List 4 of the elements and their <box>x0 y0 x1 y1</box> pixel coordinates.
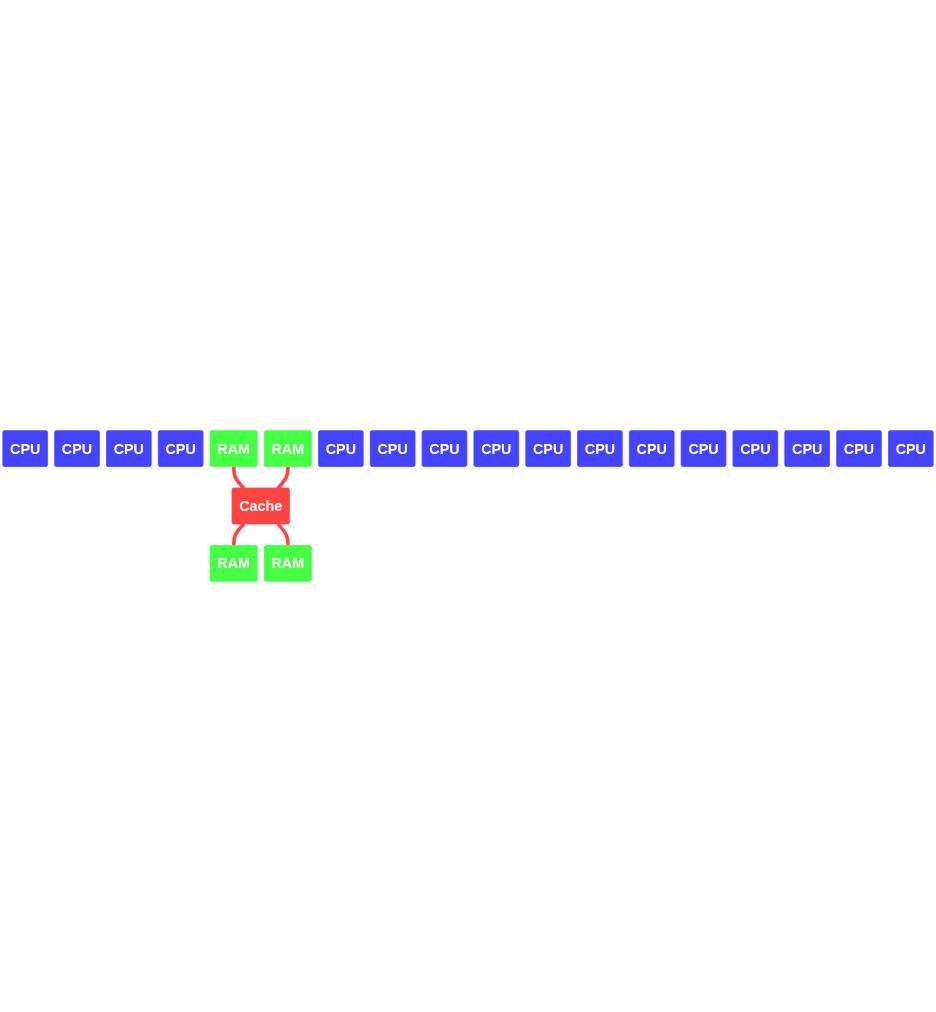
connector <box>276 522 290 546</box>
connector <box>232 522 246 546</box>
connector <box>276 466 290 490</box>
connector <box>232 466 246 490</box>
